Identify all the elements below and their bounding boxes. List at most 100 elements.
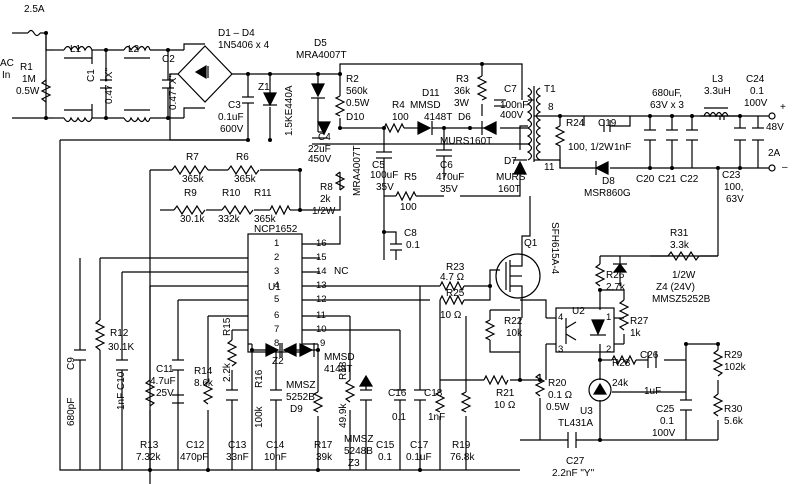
pin-5: 5: [274, 294, 279, 305]
label-ac: AC: [0, 58, 14, 69]
pin-10: 10: [316, 324, 327, 335]
label-c9-value: 680pF: [66, 398, 77, 426]
label-output-2a: 2A: [768, 148, 781, 159]
pin-3: 3: [274, 266, 279, 277]
label-c19-value: 1nF: [614, 142, 631, 153]
label-c13-name: C13: [228, 440, 247, 451]
pin-13: 13: [316, 280, 327, 291]
label-d5-value: MRA4007T: [296, 50, 347, 61]
label-c26-value: 1uF: [644, 386, 661, 397]
label-mmsd2: MMSD: [324, 352, 355, 363]
label-t1: T1: [544, 84, 556, 95]
label-output-plus: +: [780, 102, 786, 113]
label-r31-name: R31: [670, 228, 689, 239]
label-d6: D6: [458, 112, 471, 123]
label-c24-voltage: 100V: [744, 98, 768, 109]
label-z4: Z4 (24V): [656, 282, 695, 293]
label-r8-power: 1/2W: [312, 206, 336, 217]
label-fuse: 2.5A: [24, 4, 45, 15]
label-r20-name: R20: [548, 378, 567, 389]
label-c4-voltage: 450V: [308, 154, 332, 165]
label-c3-value: 0.1uF: [218, 112, 244, 123]
label-r19-value: 76.8k: [450, 452, 475, 463]
label-c7-value: 100nF: [500, 100, 528, 111]
label-c7-name: C7: [504, 84, 517, 95]
label-c4-value: 22uF: [308, 144, 331, 155]
label-r8-value: 2k: [320, 194, 332, 205]
label-r27-name: R27: [630, 316, 649, 327]
label-r28-value: 24k: [612, 378, 629, 389]
label-r16-name: R16: [254, 369, 265, 388]
label-r23-name: R23: [446, 262, 465, 273]
label-r26-value: 2.7k: [606, 282, 626, 293]
label-r29-name: R29: [724, 350, 743, 361]
label-r15-name: R15: [222, 317, 233, 336]
label-r24: R24: [566, 118, 585, 129]
label-c25-voltage: 100V: [652, 428, 676, 439]
label-u3-value: TL431A: [558, 418, 593, 429]
label-c24-name: C24: [746, 74, 765, 85]
label-output-48v: 48V: [766, 122, 784, 133]
label-c8-value: 0.1: [406, 240, 420, 251]
label-r30-name: R30: [724, 404, 743, 415]
label-d9: D9: [290, 404, 303, 415]
label-c9-name: C9: [66, 357, 77, 370]
pin-16: 16: [316, 238, 327, 249]
label-d10-value: MRA4007T: [352, 145, 363, 196]
label-c23-voltage: 63V: [726, 194, 744, 205]
label-c11-name: C11: [156, 364, 174, 375]
pin-12: 12: [316, 294, 327, 305]
label-c22: C22: [680, 174, 699, 185]
label-r5-value: 100: [400, 202, 417, 213]
label-c10-name: C10: [116, 371, 127, 390]
label-c19-name: C19: [598, 118, 617, 129]
label-d11-value: 4148T: [424, 112, 452, 123]
label-r1-value: 1M: [22, 74, 36, 85]
label-z2: Z2: [272, 356, 284, 367]
label-d7-value: 160T: [498, 184, 521, 195]
label-c5-voltage: 35V: [376, 182, 394, 193]
label-c2-name: C2: [162, 54, 175, 65]
label-c13-value: 33nF: [226, 452, 249, 463]
label-c3-voltage: 600V: [220, 124, 244, 135]
label-r26-name: R26: [606, 270, 625, 281]
label-l2: L2: [128, 44, 140, 55]
label-c27-name: C27: [566, 456, 585, 467]
label-r1-name: R1: [20, 62, 33, 73]
label-z1: Z1: [258, 82, 270, 93]
label-r22-name: R22: [504, 316, 523, 327]
label-nc: NC: [334, 266, 348, 277]
label-output-minus: –: [782, 162, 788, 173]
label-c1-value: 0.47 "X": [104, 68, 115, 104]
label-r15-value: 2.2k: [222, 362, 233, 382]
label-r10-value: 332k: [218, 214, 241, 225]
label-c6-name: C6: [440, 160, 453, 171]
label-z3-value: 5248B: [344, 446, 373, 457]
label-c18-name: C18: [424, 388, 443, 399]
label-cout-value: 680uF,: [652, 88, 682, 99]
label-r25-value: 10 Ω: [440, 310, 462, 321]
label-r24-value: 100, 1/2W: [568, 142, 614, 153]
label-r13-name: R13: [140, 440, 159, 451]
label-c16-name: C16: [388, 388, 407, 399]
label-z3: Z3: [348, 458, 360, 469]
pin-11: 11: [316, 310, 326, 321]
label-r31-value: 3.3k: [670, 240, 690, 251]
pin-7: 7: [274, 324, 279, 335]
label-r30-value: 5.6k: [724, 416, 744, 427]
label-r1-power: 0.5W: [16, 86, 40, 97]
label-r9-value: 30.1k: [180, 214, 205, 225]
symbols: [27, 29, 776, 448]
label-c12-value: 470pF: [180, 452, 208, 463]
label-c27-value: 2.2nF "Y": [552, 468, 595, 479]
label-d5: D5: [314, 38, 327, 49]
label-r28-name: R28: [612, 358, 631, 369]
label-l3: L3: [712, 74, 724, 85]
label-r4-value: 100: [392, 112, 409, 123]
label-r17-name: R17: [314, 440, 333, 451]
label-c15-name: C15: [376, 440, 395, 451]
label-r2-value: 560k: [346, 86, 369, 97]
label-c26-name: C26: [640, 350, 659, 361]
label-r11-name: R11: [254, 188, 272, 199]
